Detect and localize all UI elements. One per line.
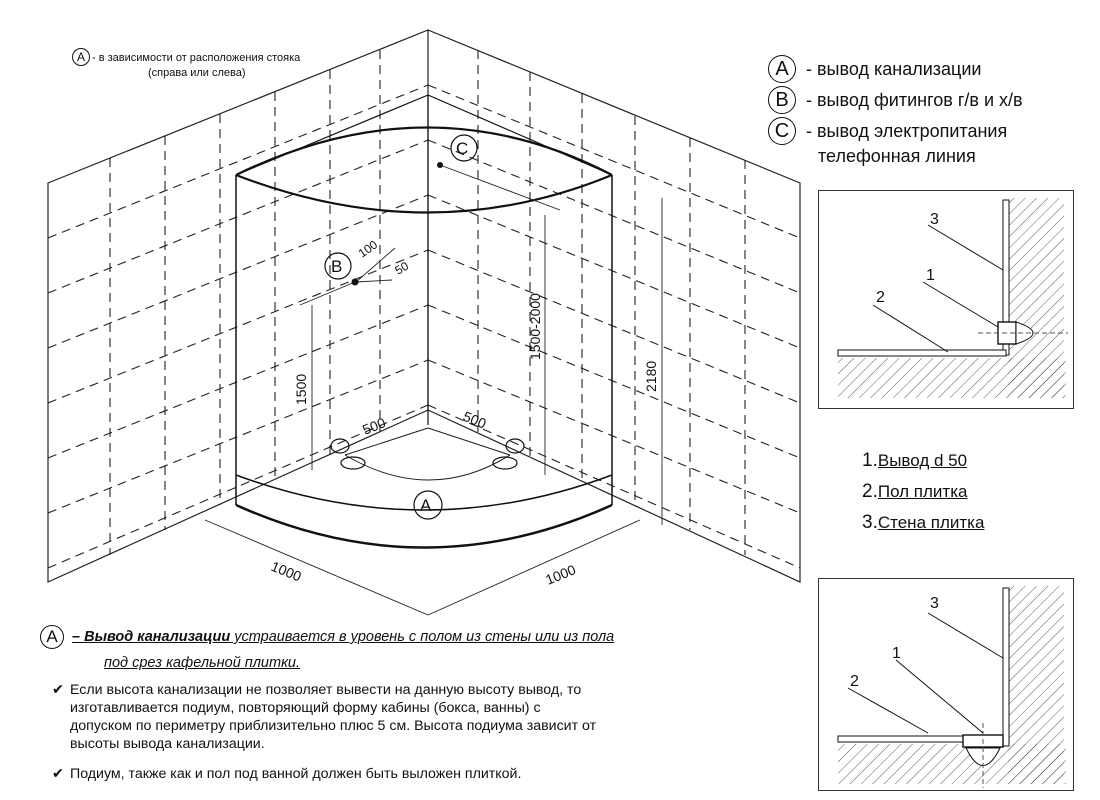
- part-3: 3.Стена плитка: [862, 512, 984, 534]
- bullet-1-line-4: высоты вывода канализации.: [70, 736, 265, 752]
- shower-cabin-diagram: B C A 100 50 1500 1500-2000 2180 500 500…: [47, 29, 801, 616]
- detail-top-label-1: 1: [926, 267, 935, 284]
- notes-heading-bold: – Вывод канализации: [72, 628, 231, 645]
- part-1: 1.Вывод d 50: [862, 450, 967, 472]
- bullet-1-line-3: допуском по периметру приблизительно плю…: [70, 718, 597, 734]
- check-icon: ✔: [52, 682, 64, 698]
- part-1-num: 1.: [862, 450, 878, 471]
- legend-a: A - вывод канализации: [768, 55, 981, 83]
- dim-1500: 1500: [293, 374, 309, 405]
- check-icon: ✔: [52, 766, 64, 782]
- dim-2180: 2180: [643, 361, 659, 392]
- detail-top: 3 1 2: [818, 190, 1074, 409]
- part-1-text: Вывод d 50: [877, 451, 968, 470]
- bullet-1: ✔ Если высота канализации не позволяет вы…: [52, 681, 581, 699]
- detail-bottom: 3 1 2: [818, 578, 1074, 791]
- bullet-1-line-2: изготавливается подиум, повторяющий форм…: [70, 700, 541, 716]
- notes-heading-line2: под срез кафельной плитки.: [104, 655, 301, 671]
- notes-marker: A: [40, 625, 64, 649]
- legend-c-text: - вывод электропитания: [806, 120, 1008, 141]
- dim-500-right: 500: [461, 408, 489, 432]
- left-wall-outline: [47, 29, 429, 583]
- part-3-num: 3.: [862, 512, 878, 533]
- top-note: A- в зависимости от расположения стояка: [72, 48, 300, 66]
- notes-heading: A – Вывод канализации устраивается в уров…: [40, 625, 614, 649]
- dim-1000-left: 1000: [269, 558, 304, 585]
- detail-bottom-label-2: 2: [850, 673, 859, 690]
- legend-b-text: - вывод фитингов г/в и х/в: [806, 89, 1023, 110]
- top-note-line2: (справа или слева): [148, 67, 246, 79]
- detail-top-label-3: 3: [930, 211, 939, 228]
- dim-500-left: 500: [360, 414, 388, 438]
- legend-a-text: - вывод канализации: [806, 58, 982, 79]
- top-note-marker: A: [72, 48, 90, 66]
- dim-1000-right: 1000: [543, 561, 578, 588]
- dim-1500-2000: 1500-2000: [527, 293, 543, 360]
- cabin: [235, 94, 613, 549]
- dim-50: 50: [393, 259, 412, 278]
- part-2: 2.Пол плитка: [862, 481, 967, 503]
- legend-c-marker: C: [768, 117, 796, 145]
- marker-b: B: [331, 257, 342, 276]
- bullet-1-line-1: Если высота канализации не позволяет выв…: [70, 682, 582, 698]
- detail-bottom-label-3: 3: [930, 595, 939, 612]
- part-3-text: Стена плитка: [877, 513, 985, 532]
- legend-c: C - вывод электропитания: [768, 117, 1007, 145]
- part-2-text: Пол плитка: [877, 482, 968, 501]
- part-2-num: 2.: [862, 481, 878, 502]
- legend-c-line2: телефонная линия: [818, 146, 976, 166]
- right-wall-tiles: [427, 50, 801, 569]
- marker-c: C: [456, 139, 468, 158]
- legend-a-marker: A: [768, 55, 796, 83]
- left-wall-tiles: [47, 50, 429, 569]
- bullet-2-text: Подиум, также как и пол под ванной долже…: [70, 766, 522, 782]
- top-note-text: - в зависимости от расположения стояка: [92, 52, 301, 64]
- detail-bottom-label-1: 1: [892, 645, 901, 662]
- dim-100: 100: [356, 237, 381, 260]
- legend-b: B - вывод фитингов г/в и х/в: [768, 86, 1023, 114]
- notes-heading-rest: устраивается в уровень с полом из стены …: [230, 628, 615, 645]
- marker-a: A: [420, 496, 432, 515]
- right-wall-outline: [427, 29, 801, 583]
- detail-top-label-2: 2: [876, 289, 885, 306]
- legend-b-marker: B: [768, 86, 796, 114]
- bullet-2: ✔ Подиум, также как и пол под ванной долж…: [52, 765, 521, 783]
